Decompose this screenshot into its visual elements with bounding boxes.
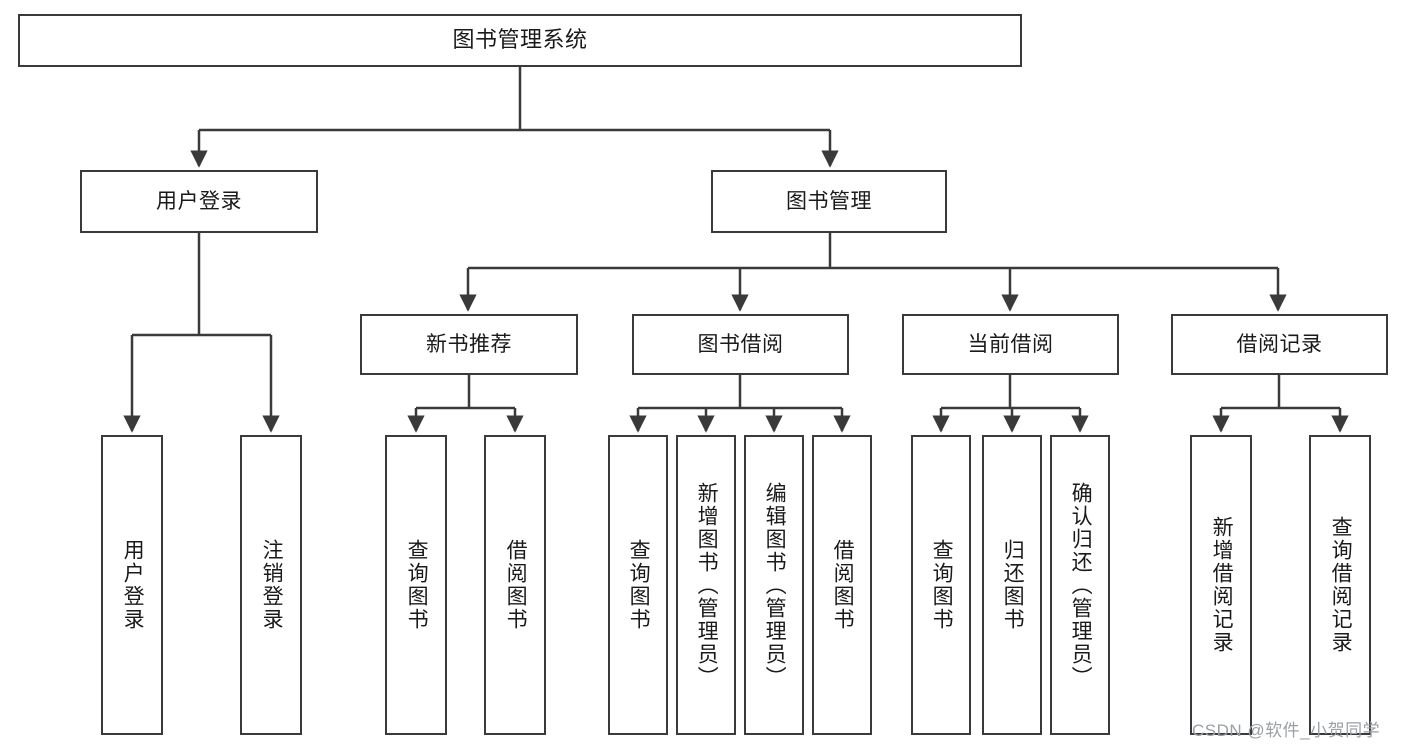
leaf-query-borrow-record[interactable]: 查询借阅记录: [1309, 435, 1371, 735]
leaf-edit-book-admin[interactable]: 编辑图书（管理员）: [744, 435, 804, 735]
leaf-query-book-current[interactable]: 查询图书: [911, 435, 971, 735]
node-book-borrow[interactable]: 图书借阅: [632, 314, 849, 375]
node-user-login-label: 用户登录: [156, 189, 242, 213]
leaf-query-book-recommend-label: 查询图书: [405, 539, 429, 631]
node-book-borrow-label: 图书借阅: [697, 332, 784, 356]
leaf-confirm-return-admin-label: 确认归还（管理员）: [1069, 481, 1093, 689]
leaf-user-login-label: 用户登录: [121, 539, 145, 631]
node-user-login[interactable]: 用户登录: [80, 170, 318, 233]
leaf-add-borrow-record[interactable]: 新增借阅记录: [1190, 435, 1252, 735]
node-root-label: 图书管理系统: [452, 27, 588, 53]
node-book-management-label: 图书管理: [786, 189, 872, 213]
node-book-management[interactable]: 图书管理: [711, 170, 947, 233]
leaf-borrow-book-recommend-label: 借阅图书: [504, 539, 528, 631]
leaf-borrow-book-label: 借阅图书: [831, 539, 855, 631]
node-borrow-record[interactable]: 借阅记录: [1171, 314, 1388, 375]
leaf-borrow-book[interactable]: 借阅图书: [812, 435, 872, 735]
node-borrow-record-label: 借阅记录: [1236, 332, 1323, 356]
leaf-logout[interactable]: 注销登录: [240, 435, 302, 735]
csdn-watermark: CSDN @软件_小贺同学: [1192, 721, 1381, 740]
leaf-return-book-label: 归还图书: [1001, 539, 1025, 631]
leaf-confirm-return-admin[interactable]: 确认归还（管理员）: [1050, 435, 1110, 735]
leaf-query-book-borrow[interactable]: 查询图书: [608, 435, 668, 735]
node-root[interactable]: 图书管理系统: [18, 14, 1022, 67]
leaf-query-borrow-record-label: 查询借阅记录: [1329, 516, 1353, 654]
leaf-logout-label: 注销登录: [260, 539, 284, 631]
leaf-add-book-admin[interactable]: 新增图书（管理员）: [676, 435, 736, 735]
leaf-edit-book-admin-label: 编辑图书（管理员）: [763, 481, 787, 689]
node-current-borrow[interactable]: 当前借阅: [902, 314, 1119, 375]
node-current-borrow-label: 当前借阅: [967, 332, 1054, 356]
leaf-add-book-admin-label: 新增图书（管理员）: [695, 481, 719, 689]
leaf-borrow-book-recommend[interactable]: 借阅图书: [484, 435, 546, 735]
node-new-book-recommend[interactable]: 新书推荐: [360, 314, 578, 375]
leaf-user-login[interactable]: 用户登录: [101, 435, 163, 735]
leaf-query-book-recommend[interactable]: 查询图书: [385, 435, 447, 735]
leaf-return-book[interactable]: 归还图书: [982, 435, 1042, 735]
leaf-query-book-current-label: 查询图书: [930, 539, 954, 631]
leaf-query-book-borrow-label: 查询图书: [627, 539, 651, 631]
leaf-add-borrow-record-label: 新增借阅记录: [1210, 516, 1234, 654]
node-new-book-recommend-label: 新书推荐: [426, 332, 512, 356]
